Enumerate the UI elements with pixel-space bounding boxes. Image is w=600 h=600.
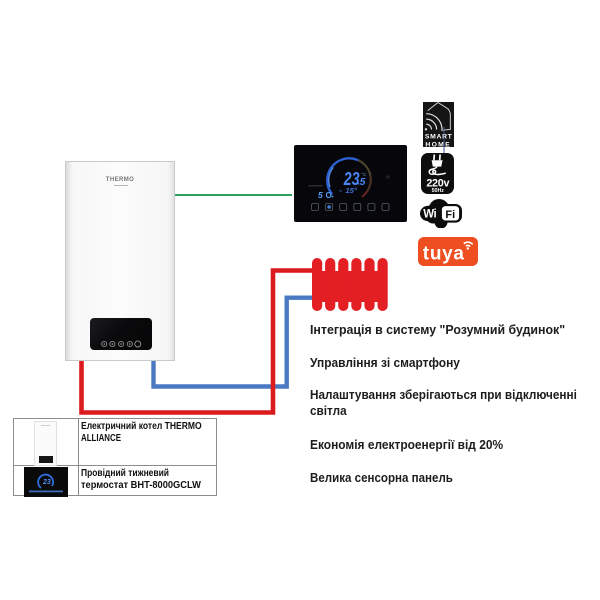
svg-text:HOME: HOME [425,141,451,146]
svg-text:5: 5 [360,177,366,188]
svg-text:220v: 220v [426,177,449,189]
svg-text:23: 23 [42,479,51,486]
svg-text:5: 5 [318,190,323,200]
svg-text:tuya: tuya [423,243,465,264]
svg-text:≈: ≈ [339,189,342,195]
svg-text:15°: 15° [346,186,358,195]
svg-text:N: N [386,175,389,180]
svg-text:°C: °C [361,172,367,177]
svg-text:Wi: Wi [423,208,436,220]
svg-text:SMART: SMART [425,133,453,140]
svg-text:50Hz: 50Hz [431,187,444,193]
svg-text:Fi: Fi [445,208,455,220]
svg-text:O: O [326,191,332,200]
svg-text:23: 23 [343,169,360,189]
